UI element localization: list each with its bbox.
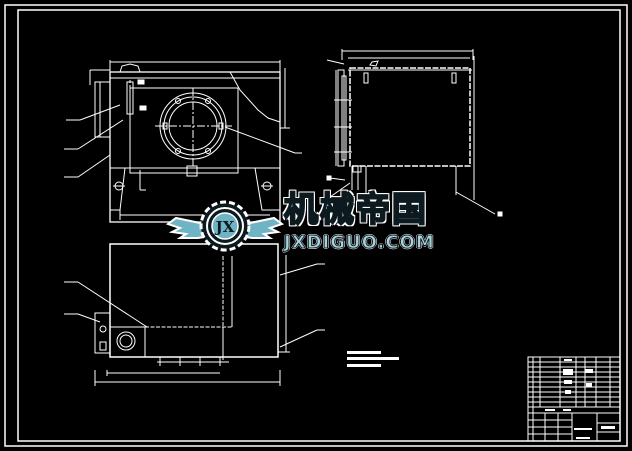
top-view <box>64 243 325 386</box>
emblem-text: JX <box>214 218 235 236</box>
gear-wings-emblem-icon: JX <box>166 200 284 252</box>
side-view <box>326 49 503 217</box>
watermark-logo: JX 机械帝国 JXDIGUO.COM <box>166 189 466 262</box>
technical-notes <box>347 351 399 367</box>
inner-frame <box>17 9 621 442</box>
watermark-url-text: JXDIGUO.COM <box>284 232 435 254</box>
title-block <box>527 356 621 442</box>
watermark-chinese-text: 机械帝国 <box>283 189 428 231</box>
front-view <box>64 60 302 223</box>
outer-frame <box>4 4 628 447</box>
